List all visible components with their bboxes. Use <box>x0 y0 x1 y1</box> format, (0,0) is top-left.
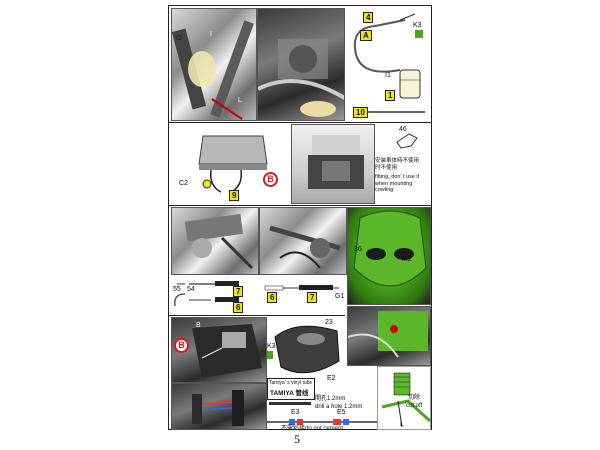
photo-frame-left-side: I2 I L <box>171 8 257 121</box>
diagram-cut-off: 切除 cut off L <box>377 366 432 430</box>
row-divider-2 <box>169 205 431 206</box>
front-fork-detail <box>184 213 254 270</box>
photo-rear-frame <box>291 124 375 204</box>
label-g1: G1 <box>335 293 345 300</box>
photo-engine-detail <box>258 39 344 117</box>
tag-1: 1 <box>385 90 396 101</box>
cowling-note-area: 46 安装車体時不使用 时不使用 fitting, don' t use it … <box>375 124 431 204</box>
label-e3: E3 <box>291 409 300 416</box>
tamiya-box-chinese: TAMIYA 管线 <box>270 390 309 397</box>
note-english: fitting, don' t use it when mounting cow… <box>375 174 420 193</box>
label-k3: K3 <box>413 22 422 29</box>
connector-bar <box>267 419 377 425</box>
tag-9: 9 <box>229 190 240 201</box>
tag-6b: 6 <box>267 292 278 303</box>
photo-tail-section: B B <box>171 317 267 383</box>
label-l-row4: L <box>400 421 404 428</box>
rear-frame-detail <box>308 135 364 189</box>
label-e5: E5 <box>337 409 346 416</box>
label-i2: I2 <box>176 35 182 42</box>
label-e2: E2 <box>327 375 336 382</box>
tamiya-box-english: Tamiya' s vinyl tube <box>269 380 313 386</box>
photo-engine-top <box>257 8 345 121</box>
row-divider-1 <box>169 122 431 123</box>
label-l: L <box>238 97 242 104</box>
tag-6a: 6 <box>233 302 244 313</box>
label-54: 54 <box>187 286 195 293</box>
tail-section-detail <box>192 324 262 378</box>
hand-icon <box>396 133 418 149</box>
photo-cowl-interior <box>347 306 431 366</box>
tag-a: A <box>360 30 372 41</box>
drill-note-english: drill a hole 1.2mm <box>315 404 363 410</box>
page-number: 5 <box>294 432 300 446</box>
label-m2: M2 <box>402 256 412 263</box>
tube-sample <box>269 402 311 405</box>
tag-7a: 7 <box>233 286 244 297</box>
instruction-sheet: I2 I L 4 A K3 I1 1 10 <box>168 5 432 432</box>
note-chinese: 安装車体時不使用 时不使用 <box>375 158 420 171</box>
label-46: 46 <box>399 126 407 133</box>
tag-10: 10 <box>353 107 368 118</box>
row-divider-3 <box>169 315 345 316</box>
photo-wiring-harness <box>171 383 267 430</box>
cut-off-drawing <box>381 372 432 428</box>
tag-7b: 7 <box>307 292 318 303</box>
photo-green-cowl: 36 M2 <box>347 207 431 305</box>
drill-note-chinese: 開孔1.2mm <box>315 396 346 402</box>
label-55: 55 <box>173 286 181 293</box>
diagram-tail-cowl: 23 K3 E2 <box>267 317 347 383</box>
photo-handlebar <box>259 207 347 275</box>
label-36: 36 <box>354 246 362 253</box>
label-k3-row4: K3 <box>267 343 276 350</box>
diagram-seat-box: C2 9 B <box>171 124 291 204</box>
brake-line-right-drawing <box>264 285 339 291</box>
cut-off-english: cut off <box>406 403 423 409</box>
brake-line-left-drawing <box>173 281 239 307</box>
badge-b-row4: B <box>174 338 189 353</box>
diagram-brake-line-right: 6 7 G1 <box>259 276 347 314</box>
tail-cowl-drawing <box>267 325 340 374</box>
cut-off-chinese: 切除 <box>408 395 421 401</box>
wiring-harness-detail <box>192 390 244 426</box>
drill-note: 開孔1.2mm drill a hole 1.2mm <box>315 396 385 414</box>
green-cowl-detail <box>353 210 427 287</box>
cement-note: 不需粘接do not cement <box>281 426 344 432</box>
diagram-brake-line-left: 55 54 7 6 <box>171 276 259 314</box>
connector-diagram: E3 E5 不需粘接do not cement <box>267 409 377 432</box>
label-i1: I1 <box>385 72 391 79</box>
photo-front-fork <box>171 207 259 275</box>
label-b-row4: B <box>196 322 201 329</box>
label-23: 23 <box>325 319 333 326</box>
photo-frame-detail <box>172 20 254 120</box>
tag-4: 4 <box>363 12 374 23</box>
handlebar-detail <box>269 225 341 269</box>
label-c2: C2 <box>179 180 188 187</box>
tamiya-tube-box: Tamiya' s vinyl tube TAMIYA 管线 <box>267 378 315 400</box>
diagram-reservoir-hose: 4 A K3 I1 1 10 <box>345 8 431 121</box>
label-i: I <box>210 31 212 38</box>
cowl-interior-detail <box>348 311 428 358</box>
badge-b: B <box>263 172 278 187</box>
